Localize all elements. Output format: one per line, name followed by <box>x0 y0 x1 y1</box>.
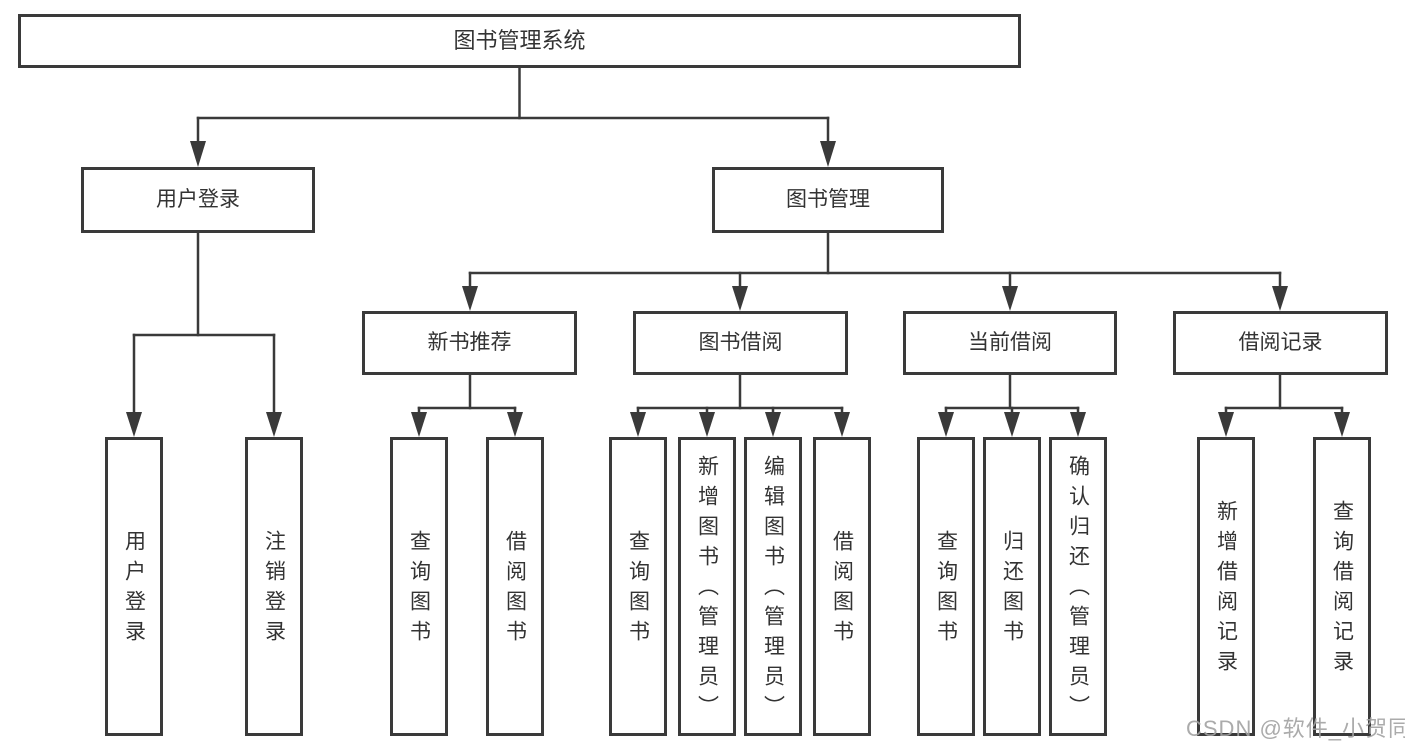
leaf-confirm-return-admin: 确认归还（管理员） <box>1049 437 1107 736</box>
leaf-edit-books-admin: 编辑图书（管理员） <box>744 437 802 736</box>
arrowheads <box>126 141 1350 437</box>
node-library-system: 图书管理系统 <box>18 14 1021 68</box>
leaf-logout: 注销登录 <box>245 437 303 736</box>
leaf-query-books-current: 查询图书 <box>917 437 975 736</box>
node-borrow-records: 借阅记录 <box>1173 311 1388 375</box>
node-new-book-recommend: 新书推荐 <box>362 311 577 375</box>
leaf-add-books-admin: 新增图书（管理员） <box>678 437 736 736</box>
node-user-login: 用户登录 <box>81 167 315 233</box>
leaf-query-books-borrow: 查询图书 <box>609 437 667 736</box>
leaf-add-borrow-record: 新增借阅记录 <box>1197 437 1255 736</box>
csdn-watermark: CSDN @软件_小贺同学 <box>1186 716 1405 741</box>
leaf-user-login: 用户登录 <box>105 437 163 736</box>
leaf-query-books-recommend: 查询图书 <box>390 437 448 736</box>
leaf-query-borrow-record: 查询借阅记录 <box>1313 437 1371 736</box>
leaf-return-books: 归还图书 <box>983 437 1041 736</box>
leaf-borrow-books: 借阅图书 <box>813 437 871 736</box>
node-current-borrow: 当前借阅 <box>903 311 1117 375</box>
node-book-management: 图书管理 <box>712 167 944 233</box>
node-book-borrow: 图书借阅 <box>633 311 848 375</box>
leaf-borrow-books-recommend: 借阅图书 <box>486 437 544 736</box>
